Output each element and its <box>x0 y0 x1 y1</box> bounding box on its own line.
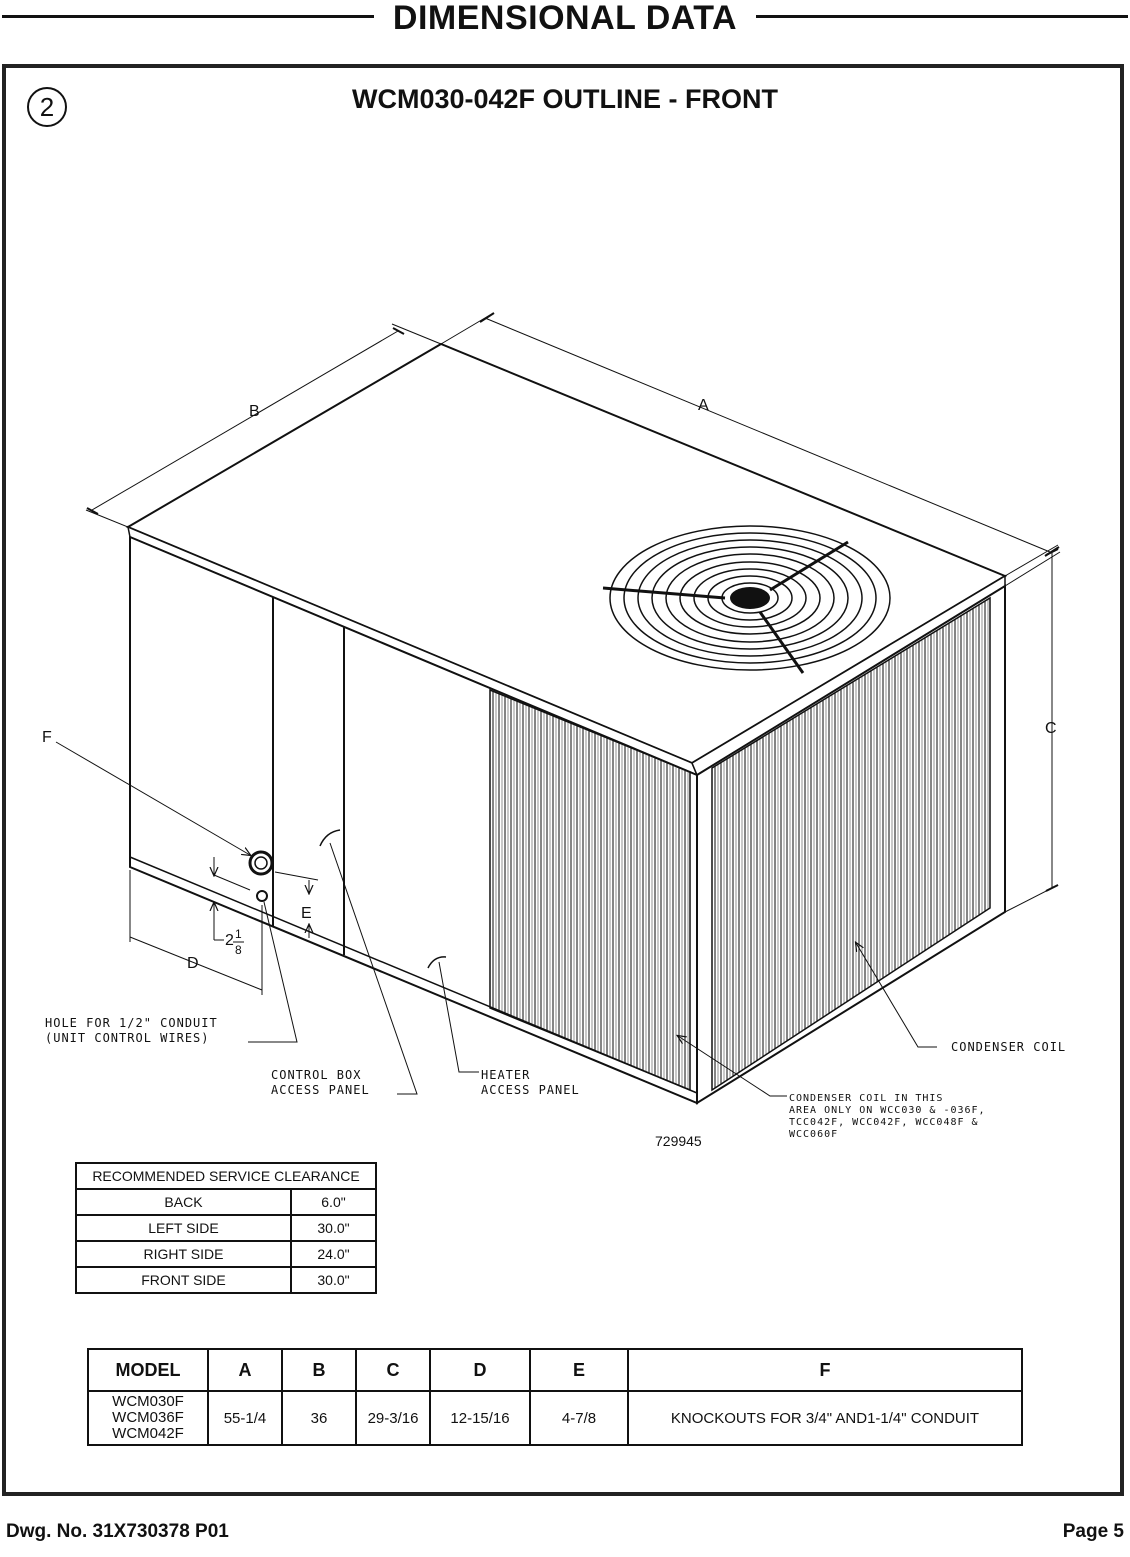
clearance-side: FRONT SIDE <box>75 1266 292 1294</box>
dimension-two-label: 2 <box>225 932 234 949</box>
dimension-d <box>129 870 263 995</box>
model-name: WCM036F <box>112 1409 184 1426</box>
right-louver-area <box>711 596 991 1092</box>
clearance-side: BACK <box>75 1188 292 1216</box>
dimension-c-label: C <box>1045 720 1057 737</box>
dimension-num-label: 1 <box>235 927 242 941</box>
model-name: WCM042F <box>112 1425 184 1442</box>
fan-grille <box>602 525 891 674</box>
base-band <box>129 856 698 1094</box>
value-a: 55-1/4 <box>207 1390 283 1446</box>
dimension-den-label: 8 <box>235 943 242 957</box>
header-title: DIMENSIONAL DATA <box>386 0 744 37</box>
clearance-title: RECOMMENDED SERVICE CLEARANCE <box>75 1162 377 1190</box>
dimension-b-label: B <box>249 403 260 420</box>
clearance-value: 6.0" <box>289 1188 378 1216</box>
dimension-c <box>1004 548 1061 913</box>
drawing-no: Dwg. No. 31X730378 P01 <box>6 1521 229 1542</box>
clearance-side: RIGHT SIDE <box>75 1240 292 1268</box>
model-names-cell: WCM030F WCM036F WCM042F <box>87 1390 209 1446</box>
heater-arrowhead <box>427 956 447 969</box>
table-row: RIGHT SIDE 24.0" <box>75 1240 378 1268</box>
condenser-coil-label: CONDENSER COIL <box>951 1040 1066 1054</box>
header-f: F <box>627 1348 1023 1392</box>
hole-callout-line2: (UNIT CONTROL WIRES) <box>45 1031 210 1045</box>
f-leader <box>55 741 250 855</box>
page-number: Page 5 <box>1062 1521 1124 1542</box>
dimension-a-label: A <box>698 397 709 414</box>
drawing-number: 729945 <box>655 1133 702 1149</box>
value-d: 12-15/16 <box>429 1390 531 1446</box>
hole-callout-line1: HOLE FOR 1/2" CONDUIT <box>45 1016 218 1030</box>
model-name: WCM030F <box>112 1393 184 1410</box>
note-line2: AREA ONLY ON WCC030 & -036F, <box>789 1105 986 1116</box>
figure-frame <box>2 64 1124 1496</box>
note-line4: WCC060F <box>789 1129 838 1140</box>
dimension-e <box>274 871 319 938</box>
header-rule-right <box>756 15 1128 18</box>
clearance-value: 30.0" <box>289 1214 378 1242</box>
conduit-knockout-inner <box>254 856 268 870</box>
header-a: A <box>207 1348 283 1392</box>
value-e: 4-7/8 <box>529 1390 629 1446</box>
value-b: 36 <box>281 1390 357 1446</box>
model-dimension-table: MODEL A B C D E F WCM030F WCM036F WCM042… <box>87 1348 1023 1446</box>
dimension-b <box>85 323 442 528</box>
control-box-line2: ACCESS PANEL <box>271 1083 370 1097</box>
table-header-row: MODEL A B C D E F <box>87 1348 1023 1392</box>
heater-line2: ACCESS PANEL <box>481 1083 580 1097</box>
table-row: LEFT SIDE 30.0" <box>75 1214 378 1242</box>
fan-hub <box>730 587 770 609</box>
dimension-d-label: D <box>187 955 199 972</box>
heater-line1: HEATER <box>481 1068 530 1082</box>
control-box-line1: CONTROL BOX <box>271 1068 361 1082</box>
header-b: B <box>281 1348 357 1392</box>
dimension-two-eighth <box>214 857 251 941</box>
table-row: FRONT SIDE 30.0" <box>75 1266 378 1294</box>
table-row: WCM030F WCM036F WCM042F 55-1/4 36 29-3/1… <box>87 1390 1023 1446</box>
header-d: D <box>429 1348 531 1392</box>
clearance-value: 24.0" <box>289 1240 378 1268</box>
control-box-arrowhead <box>319 829 341 847</box>
note-line1: CONDENSER COIL IN THIS <box>789 1093 943 1104</box>
f-label: F <box>42 729 52 746</box>
hole-leader <box>248 901 298 1043</box>
figure-number: 2 <box>27 87 67 127</box>
header-rule-left <box>2 15 374 18</box>
clearance-title-row: RECOMMENDED SERVICE CLEARANCE <box>75 1162 377 1190</box>
heater-leader <box>438 961 479 1073</box>
clearance-value: 30.0" <box>289 1266 378 1294</box>
table-row: BACK 6.0" <box>75 1188 378 1216</box>
note-leader <box>678 1036 787 1097</box>
figure-title: WCM030-042F OUTLINE - FRONT <box>351 84 779 114</box>
condenser-coil-leader <box>856 943 937 1048</box>
header-e: E <box>529 1348 629 1392</box>
dimension-e-label: E <box>301 905 312 922</box>
header-model: MODEL <box>87 1348 209 1392</box>
conduit-hole-small <box>256 890 268 902</box>
page-header: DIMENSIONAL DATA <box>0 0 1130 37</box>
value-f: KNOCKOUTS FOR 3/4" AND1-1/4" CONDUIT <box>627 1390 1023 1446</box>
header-c: C <box>355 1348 431 1392</box>
service-clearance-table: RECOMMENDED SERVICE CLEARANCE BACK 6.0" … <box>75 1162 378 1294</box>
note-line3: TCC042F, WCC042F, WCC048F & <box>789 1117 979 1128</box>
clearance-side: LEFT SIDE <box>75 1214 292 1242</box>
control-box-leader <box>329 842 418 1095</box>
value-c: 29-3/16 <box>355 1390 431 1446</box>
